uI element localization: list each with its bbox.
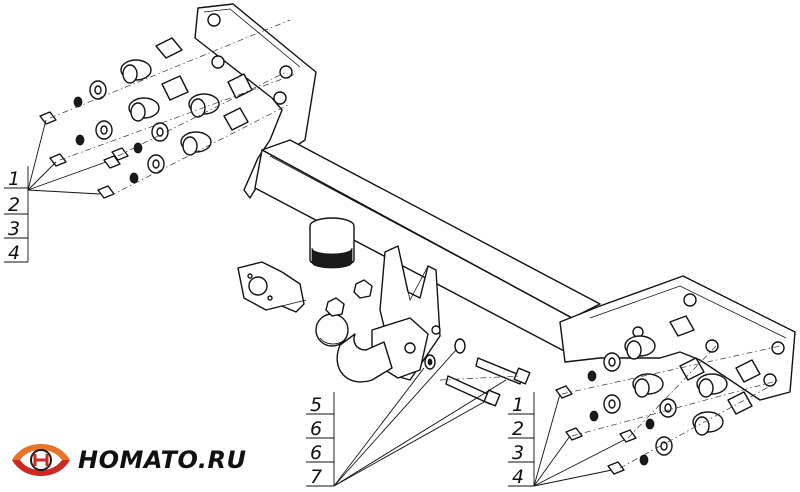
assembly-axes [49,19,781,469]
left-callout-4: 4 [8,242,20,264]
logo-text: HOMATO.RU [78,446,247,474]
right-callout-4: 4 [512,466,524,488]
center-callout-5: 5 [310,394,322,416]
center-callout-group: 5 6 6 7 [306,349,507,488]
right-callout-group: 1 2 3 4 [508,392,625,488]
right-callout-1: 1 [512,394,524,416]
center-fasteners [325,279,531,407]
socket-plate [237,261,307,313]
center-callout-7: 7 [310,466,322,488]
left-callout-group: 1 2 3 4 [4,119,107,264]
left-callout-1: 1 [8,168,20,190]
left-callout-3: 3 [8,218,20,240]
tow-ball [315,313,393,383]
center-callout-6b: 6 [310,442,322,464]
homato-logo[interactable]: HOMATO.RU [10,436,246,484]
right-mounting-bracket [559,275,796,401]
right-hardware-cluster [555,315,761,475]
ball-cover [309,217,355,269]
center-callout-6a: 6 [310,418,322,440]
right-callout-3: 3 [512,442,524,464]
left-callout-2: 2 [8,194,20,216]
left-hardware-cluster [39,37,253,199]
main-cross-beam [254,139,601,353]
logo-emblem-icon [12,444,70,476]
right-callout-2: 2 [512,418,524,440]
